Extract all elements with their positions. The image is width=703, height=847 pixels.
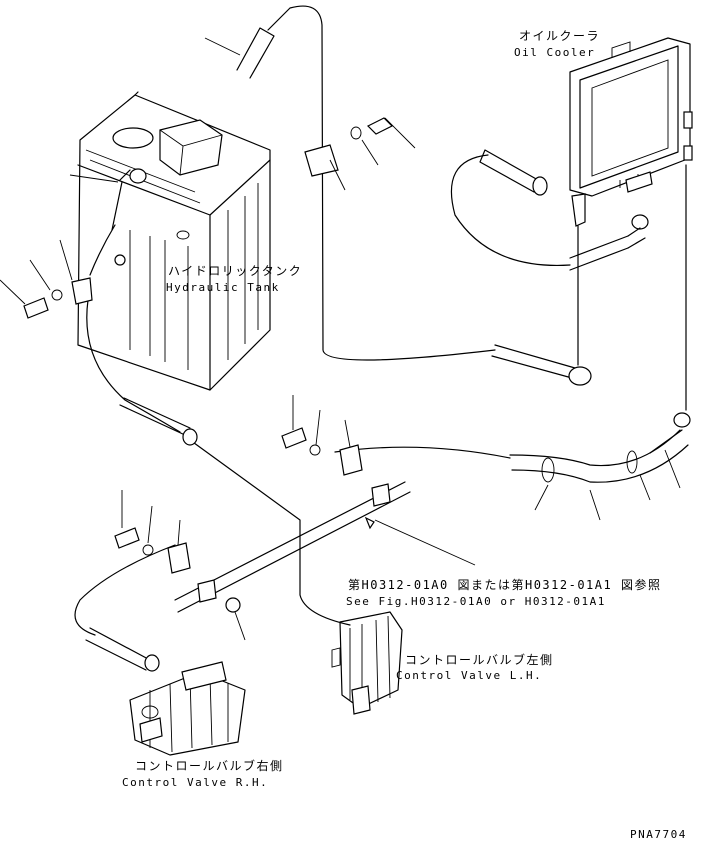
see-fig-label-jp: 第H0312-01A0 図または第H0312-01A1 図参照 — [348, 578, 662, 592]
control-valve-rh-label-jp: コントロールバルブ右側 — [135, 759, 284, 773]
control-valve-lh-label-en: Control Valve L.H. — [396, 669, 543, 682]
see-fig-label-en: See Fig.H0312-01A0 or H0312-01A1 — [346, 595, 606, 608]
hydraulic-tank-label-en: Hydraulic Tank — [166, 281, 280, 294]
oil-cooler-label-jp: オイルクーラ — [519, 29, 601, 43]
hoses — [74, 5, 691, 672]
hydraulic-tank-label-jp: ハイドロリックタンク — [168, 264, 303, 278]
control-valve-lh-label-jp: コントロールバルブ左側 — [405, 653, 554, 667]
clamps-bolts — [0, 37, 681, 641]
control-valve-rh-label-en: Control Valve R.H. — [122, 776, 269, 789]
control-valve-rh — [129, 661, 246, 756]
drawing-code: PNA7704 — [630, 828, 687, 841]
control-valve-lh — [331, 611, 403, 715]
hydraulic-tank — [77, 91, 271, 391]
oil-cooler — [569, 37, 693, 227]
oil-cooler-label-en: Oil Cooler — [514, 46, 596, 59]
